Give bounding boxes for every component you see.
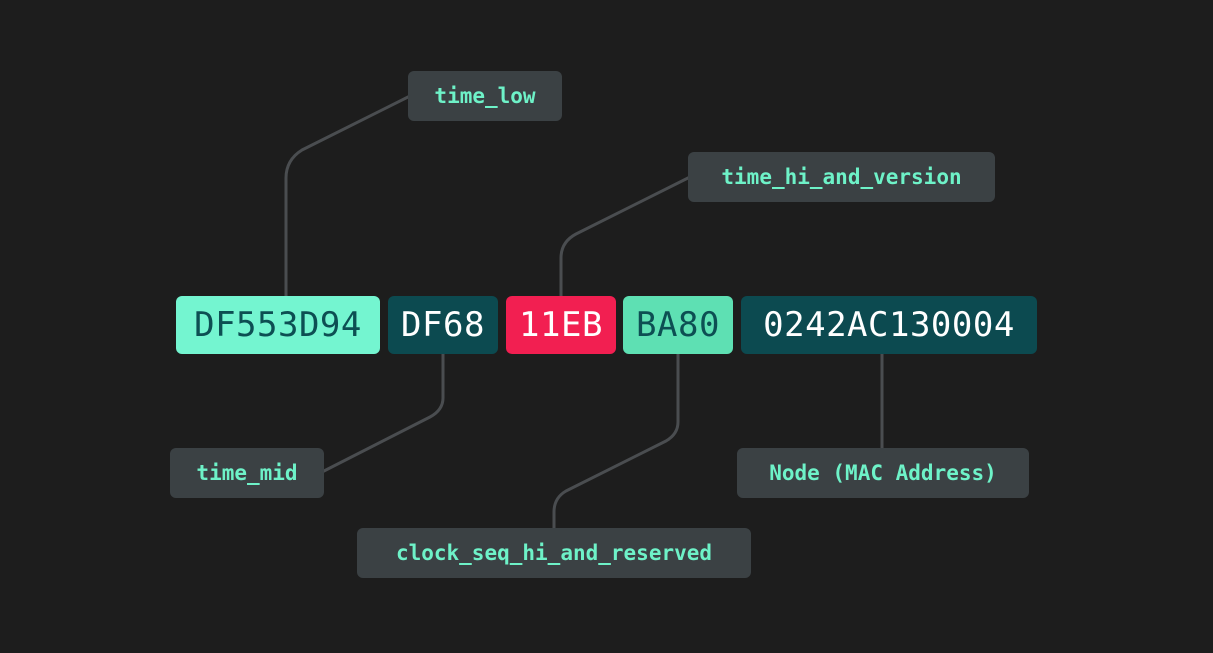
connector-time-mid — [320, 352, 445, 474]
uuid-segment-node: 0242AC130004 — [741, 296, 1037, 354]
connector-time-hi-and-version — [559, 175, 692, 298]
uuid-segment-time-hi-and-version: 11EB — [506, 296, 616, 354]
label-time-hi-and-version: time_hi_and_version — [688, 152, 995, 202]
label-time-low: time_low — [408, 71, 562, 121]
label-clock-seq-hi-and-reserved: clock_seq_hi_and_reserved — [357, 528, 751, 578]
connector-time-low — [284, 94, 412, 298]
label-node: Node (MAC Address) — [737, 448, 1029, 498]
connector-clock-seq — [552, 352, 680, 532]
label-time-mid: time_mid — [170, 448, 324, 498]
uuid-segment-clock-seq: BA80 — [623, 296, 733, 354]
uuid-segment-time-low: DF553D94 — [176, 296, 380, 354]
uuid-segment-time-mid: DF68 — [388, 296, 498, 354]
